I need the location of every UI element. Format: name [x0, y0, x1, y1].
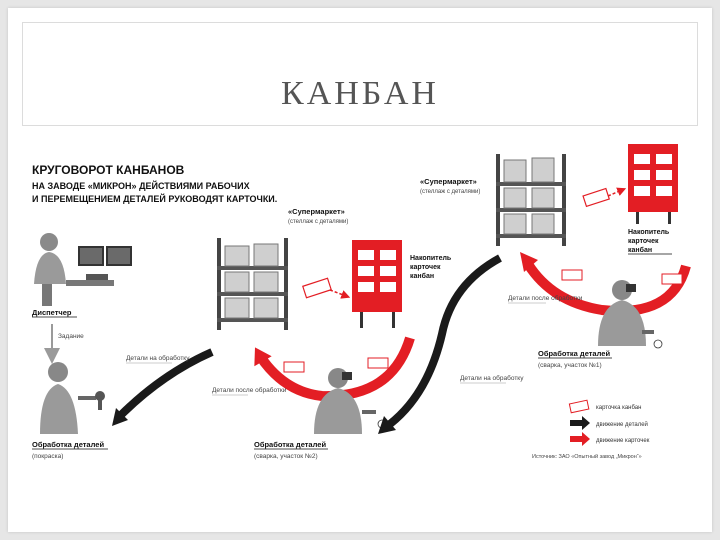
kanban-diagram: КРУГОВОРОТ КАНБАНОВ НА ЗАВОДЕ «МИКРОН» Д… [22, 134, 698, 466]
legend-card-icon [568, 399, 590, 414]
kanban-card-1c [367, 357, 389, 369]
supermarket-rack-2 [496, 154, 566, 246]
station-paint-subtitle: (покраска) [32, 453, 63, 460]
parts-flow-arrow-1 [117, 348, 214, 419]
diagram-subheading-1: НА ЗАВОДЕ «МИКРОН» ДЕЙСТВИЯМИ РАБОЧИХ [32, 180, 250, 191]
title-box: КАНБАН [22, 22, 698, 126]
kanban-diagram-svg: КРУГОВОРОТ КАНБАНОВ НА ЗАВОДЕ «МИКРОН» Д… [32, 144, 691, 460]
legend-card-label: карточка канбан [596, 405, 641, 411]
kanban-card-2 [582, 187, 611, 208]
legend-parts-icon [570, 416, 590, 430]
parts-flow-arrowhead-2 [378, 416, 396, 434]
supermarket-1-title: «Супермаркет» [288, 207, 345, 216]
board-1-title-2: карточек [410, 264, 441, 271]
parts-to-process-2: Детали на обработку [460, 374, 524, 382]
welder-2-figure [314, 368, 387, 434]
parts-flow-arrow-2 [387, 254, 502, 428]
card-flow-arrow-2 [523, 261, 691, 316]
kanban-board-2 [628, 144, 678, 224]
board-2-title-3: канбан [628, 246, 652, 254]
supermarket-2-title: «Супермаркет» [420, 177, 477, 186]
diagram-heading: КРУГОВОРОТ КАНБАНОВ [32, 163, 185, 177]
station-paint-title: Обработка деталей [32, 440, 104, 449]
supermarket-1-subtitle: (стеллаж с деталями) [288, 219, 348, 225]
station-weld1-subtitle: (сварка, участок №1) [538, 362, 602, 369]
parts-after-2: Детали после обработки [508, 294, 583, 302]
legend-parts-label: движение деталей [596, 421, 648, 428]
source-note: Источник: ЗАО «Опытный завод „Микрон“» [532, 453, 642, 460]
card-flow-arrowhead-1 [254, 347, 272, 367]
welder-1-figure [598, 280, 663, 349]
kanban-card-1b [283, 361, 305, 373]
legend-cards-move-icon [570, 432, 590, 446]
card-move-arrow-1 [329, 289, 351, 299]
legend-cards-move-label: движение карточек [596, 438, 650, 444]
dispatcher-figure [34, 233, 132, 306]
parts-flow-arrowhead-1 [112, 408, 128, 426]
kanban-card-2b [561, 269, 583, 281]
station-weld2-title: Обработка деталей [254, 440, 326, 449]
station-weld1-title: Обработка деталей [538, 349, 610, 358]
task-label: Задание [58, 333, 84, 340]
kanban-board-1 [352, 240, 402, 328]
board-2-title-1: Накопитель [628, 229, 670, 236]
slide-title: КАНБАН [281, 75, 439, 112]
card-move-arrow-2 [607, 187, 627, 197]
station-weld2-subtitle: (сварка, участок №2) [254, 453, 318, 460]
parts-to-process-1: Детали на обработку [126, 354, 190, 362]
board-1-title-1: Накопитель [410, 255, 452, 262]
supermarket-2-subtitle: (стеллаж с деталями) [420, 189, 480, 195]
diagram-subheading-2: И ПЕРЕМЕЩЕНИЕМ ДЕТАЛЕЙ РУКОВОДЯТ КАРТОЧК… [32, 193, 277, 204]
kanban-card-1 [302, 277, 332, 299]
legend: карточка канбан движение деталей движени… [568, 399, 650, 446]
parts-after-1-line1: Детали после обработки [212, 386, 287, 394]
dispatcher-label: Диспетчер [32, 308, 72, 317]
board-2-title-2: карточек [628, 238, 659, 245]
painter-figure [40, 362, 105, 434]
supermarket-rack-1 [217, 238, 288, 330]
board-1-title-3: канбан [410, 272, 434, 280]
card-flow-arrowhead-2 [520, 252, 538, 272]
kanban-card-2c [661, 273, 683, 285]
